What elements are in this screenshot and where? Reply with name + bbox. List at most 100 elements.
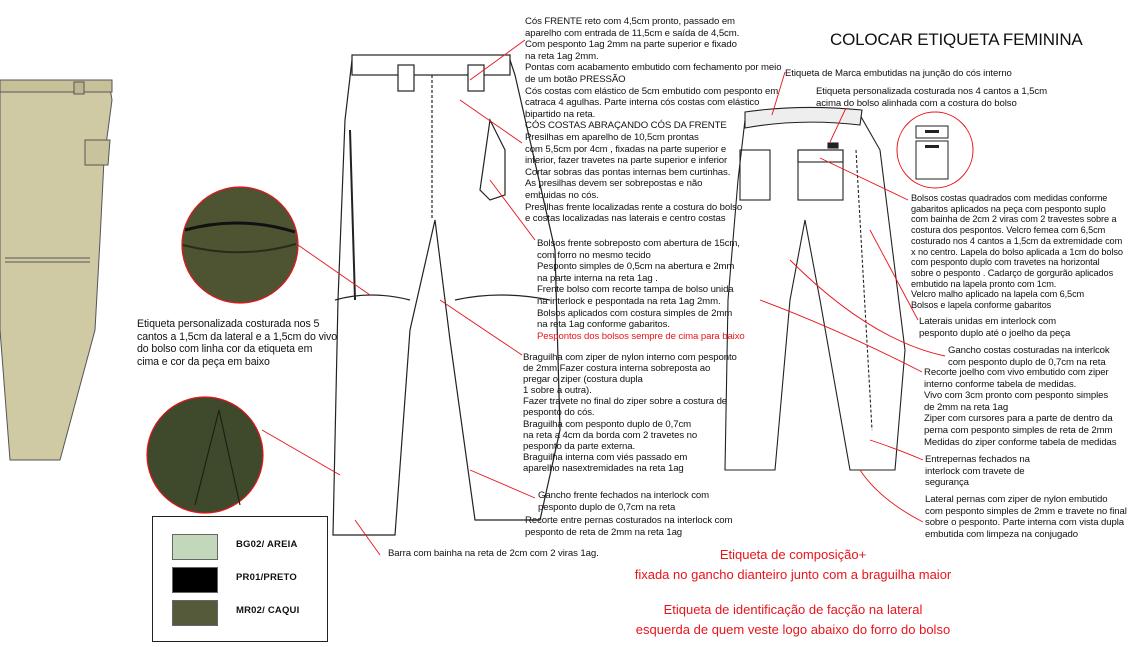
note-line: inferior, fazer travetes na parte superi… <box>525 155 728 167</box>
note-line: catraca 4 agulhas. Parte interna cós cos… <box>525 97 760 109</box>
note-line: embuidas no cós. <box>525 189 599 201</box>
note-line: costurado nos 4 cantos a 1,5cm da extrem… <box>911 235 1123 246</box>
note-line: As presilhas devem ser sobrepostas e não <box>525 178 703 190</box>
note-line: x no centro. Lapela do bolso aplicada a … <box>911 246 1123 257</box>
note-line: Cós costas com elástico de 5cm embutido … <box>525 85 779 97</box>
note-line: embutida com limpeza na conjugado <box>925 528 1078 540</box>
note-line: interlock com travete de <box>925 465 1025 477</box>
note-line: Recorte entre pernas costurados na inter… <box>525 515 733 526</box>
note-line: fixada no gancho dianteiro junto com a b… <box>634 567 952 582</box>
note-recorte-joelho: Recorte joelho com vivo embutido com zip… <box>924 367 1117 448</box>
note-line: pesponto do cós. <box>523 407 595 419</box>
note-line: pesponto duplo de 0,7cm na reta <box>538 501 676 513</box>
swatch-preto <box>172 567 218 593</box>
note-line: CÓS COSTAS ABRAÇANDO CÓS DA FRENTE <box>525 120 727 132</box>
note-line: Presilhas em aparelho de 10,5cm prontas <box>525 131 699 143</box>
note-line: com pesponto duplo de 0,7cm na reta <box>948 356 1106 368</box>
note-line: Laterais unidas em interlock com <box>919 316 1057 327</box>
note-line: Etiqueta personalizada costurada nos 5 <box>137 318 320 330</box>
note-bolsos-costas: Bolsos costas quadrados com medidas conf… <box>911 193 1123 311</box>
note-braguilha: Braguilha com ziper de nylon interno com… <box>523 352 737 474</box>
note-line: do bolso com linha cor da etiqueta em <box>137 343 313 355</box>
note-bolsos-frente: Bolsos frente sobreposto com abertura de… <box>537 238 745 342</box>
note-line: Recorte joelho com vivo embutido com zip… <box>924 367 1109 378</box>
note-line: de um botão PRESSÃO <box>525 73 626 85</box>
note-line: Vivo com 3cm pronto com pesponto simples <box>924 390 1109 402</box>
note-line: Velcro malho aplicado na lapela com 6,5c… <box>911 289 1085 300</box>
note-line: Braguilha interna com viés passado em <box>523 451 688 463</box>
note-line: cantos a 1,5cm da lateral e a 1,5cm do v… <box>137 330 338 343</box>
swatch-areia <box>172 534 218 560</box>
note-line: Bolsos costas quadrados com medidas conf… <box>911 193 1108 203</box>
note-line: Pontas com acabamento embutido com fecha… <box>525 62 782 74</box>
note-line: Gancho costas costuradas na interlcok <box>948 345 1110 356</box>
note-line: com forro no mesmo tecido <box>537 249 651 261</box>
note-line: perna com pesponto simples de reta de 2m… <box>924 424 1113 436</box>
note-warning: Pespontos dos bolsos sempre de cima para… <box>537 330 745 342</box>
swatch-label: MR02/ CAQUI <box>236 605 300 616</box>
note-etiqueta-marca: Etiqueta de Marca embutidas na junção do… <box>785 68 1012 79</box>
note-line: Com pesponto 1ag 2mm na parte superior e… <box>525 39 737 51</box>
note-gancho-frente: Gancho frente fechados na interlock com … <box>538 490 709 513</box>
note-line: costura dos pespontos. Velcro femea com … <box>911 225 1106 236</box>
note-line: Cortar sobras das pontas internas bem cu… <box>525 166 731 178</box>
front-view-pants <box>332 54 561 536</box>
note-line: e costas localizadas nas laterais e cent… <box>525 213 726 225</box>
back-view-pants <box>724 106 906 471</box>
note-line: pesponto duplo até o joelho da peça <box>919 327 1071 339</box>
note-line: Etiqueta personalizada costurada nos 4 c… <box>816 86 1047 97</box>
swatch-label: PR01/PRETO <box>236 572 297 583</box>
note-line: pesponto da parte externa. <box>523 440 636 452</box>
note-entrepernas: Entrepernas fechados na interlock com tr… <box>925 454 1030 489</box>
note-barra: Barra com bainha na reta de 2cm com 2 vi… <box>388 548 599 559</box>
note-etiqueta-5-cantos: Etiqueta personalizada costurada nos 5 c… <box>137 318 337 368</box>
note-line: com pesponto simples de 2mm e travete no… <box>925 505 1127 517</box>
back-pocket-detail-circle <box>896 111 974 189</box>
note-line: aparelho nasextremidades na reta 1ag <box>523 462 684 474</box>
note-laterais: Laterais unidas em interlock com pespont… <box>919 316 1070 339</box>
note-line: pesponto de reta de 2mm na reta 1ag <box>525 526 683 538</box>
annotation-leaders <box>261 39 946 556</box>
detail-photo-zipper <box>181 186 299 304</box>
note-line: cima e cor da peça em baixo <box>137 355 270 368</box>
detail-photo-crotch <box>146 396 264 514</box>
note-line: na reta 1ag 2mm. <box>525 50 599 62</box>
note-composicao: Etiqueta de composição+ fixada no gancho… <box>583 545 1003 585</box>
page-title: COLOCAR ETIQUETA FEMININA <box>830 30 1083 49</box>
note-line: Bolsos aplicados com costura simples de … <box>537 307 733 319</box>
note-line: Entrepernas fechados na <box>925 454 1030 465</box>
note-line: na parte interna na reta 1ag . <box>537 272 658 284</box>
note-line: na interlock e pespontada na reta 1ag 2m… <box>537 295 721 307</box>
note-line: sobre o pesponto. Parte interna com vist… <box>925 517 1125 529</box>
swatch-label: BG02/ AREIA <box>236 539 298 550</box>
note-line: Bolsos e lapela conforme gabaritos <box>911 300 1052 311</box>
note-identificacao: Etiqueta de identificação de facção na l… <box>583 600 1003 640</box>
note-line: Bolsos frente sobreposto com abertura de… <box>537 238 740 249</box>
note-line: pregar o ziper (costura dupla <box>523 374 643 386</box>
note-gancho-costas: Gancho costas costuradas na interlcok co… <box>948 345 1110 368</box>
note-line: de 2mm.Fazer costura interna sobreposta … <box>523 363 711 375</box>
note-line: bipartido na reta. <box>525 108 596 120</box>
note-line: Gancho frente fechados na interlock com <box>538 490 710 501</box>
note-line: Pesponto simples de 0,5cm na abertura e … <box>537 261 735 273</box>
note-line: Medidas do ziper conforme tabela de medi… <box>924 436 1117 448</box>
note-line: aparelho com entrada de 11,5cm e saída d… <box>525 27 740 39</box>
note-line: Ziper com cursores para a parte de dentr… <box>924 413 1113 425</box>
note-line: interno conforme tabela de medidas. <box>924 378 1077 390</box>
note-line: Braguilha com ziper de nylon interno com… <box>523 352 737 363</box>
note-cos-frente: Cós FRENTE reto com 4,5cm pronto, passad… <box>525 16 782 225</box>
note-line: esquerda de quem veste logo abaixo do fo… <box>635 622 951 637</box>
note-line: Fazer travete no final do ziper sobre a … <box>523 396 728 408</box>
note-line: na reta 1ag conforme gabaritos. <box>537 319 670 331</box>
note-line: acima do bolso alinhada com a costura do… <box>816 97 1017 109</box>
note-line: 1 sobre a outra). <box>523 385 592 397</box>
note-line: na reta a 4cm da borda com 2 travetes no <box>523 429 698 441</box>
note-lateral-pernas: Lateral pernas com ziper de nylon embuti… <box>925 494 1127 540</box>
note-line: Presilhas frente localizadas rente a cos… <box>525 201 743 213</box>
note-line: gabaritos aplicados na peça com pesponto… <box>911 203 1106 214</box>
note-line: Lateral pernas com ziper de nylon embuti… <box>925 494 1108 505</box>
note-line: com pesponto duplo com travetes na horiz… <box>911 257 1100 268</box>
note-line: Etiqueta de identificação de facção na l… <box>663 602 923 617</box>
note-line: Frente bolso com recorte tampa de bolso … <box>537 284 734 296</box>
